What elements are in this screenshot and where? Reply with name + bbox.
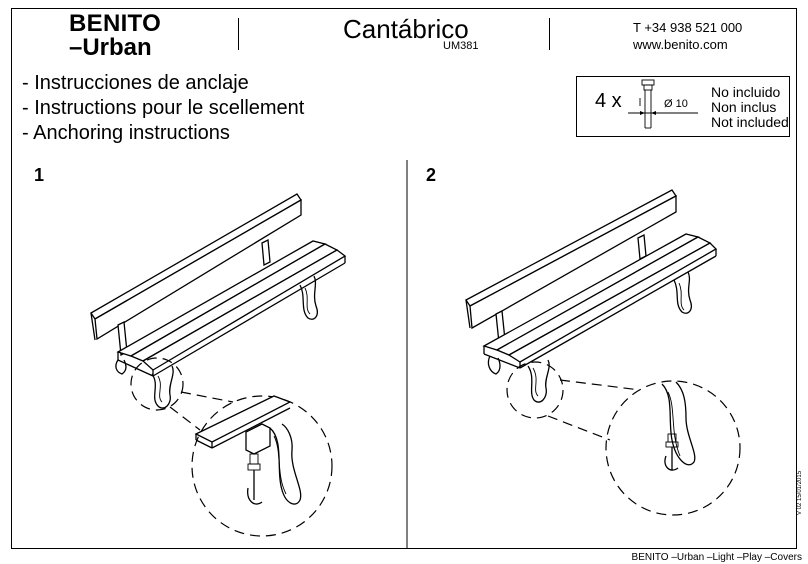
step-2-number: 2 bbox=[426, 165, 437, 185]
footer-text: BENITO –Urban –Light –Play –Covers bbox=[631, 552, 802, 563]
not-included-es: No incluido bbox=[711, 84, 781, 100]
bolt-diameter: Ø 10 bbox=[664, 98, 688, 110]
product-code: UM381 bbox=[443, 40, 479, 52]
phone-number: T +34 938 521 000 bbox=[633, 20, 743, 35]
product-title: Cantábrico bbox=[343, 14, 469, 44]
header-divider-right bbox=[549, 18, 550, 50]
parts-box bbox=[576, 76, 790, 137]
header-divider-left bbox=[238, 18, 239, 50]
not-included-en: Not included bbox=[711, 114, 789, 130]
anchor-bolt-icon bbox=[628, 79, 698, 129]
zoom-detail-1 bbox=[194, 395, 302, 505]
bench-illustration-2 bbox=[465, 189, 741, 516]
page-frame bbox=[11, 8, 797, 549]
instruction-french: - Instructions pour le scellement bbox=[22, 97, 305, 119]
not-included-fr: Non inclus bbox=[711, 99, 777, 115]
bolt-quantity: 4 x bbox=[595, 90, 622, 112]
bench-illustration-1 bbox=[90, 193, 347, 537]
website: www.benito.com bbox=[633, 37, 728, 52]
instruction-spanish: - Instrucciones de anclaje bbox=[22, 72, 249, 94]
brand-subline: –Urban bbox=[69, 34, 152, 61]
brand-name: BENITO bbox=[69, 10, 162, 37]
zoom-detail-2 bbox=[661, 381, 696, 471]
step-1-number: 1 bbox=[34, 165, 45, 185]
instruction-english: - Anchoring instructions bbox=[22, 122, 230, 144]
